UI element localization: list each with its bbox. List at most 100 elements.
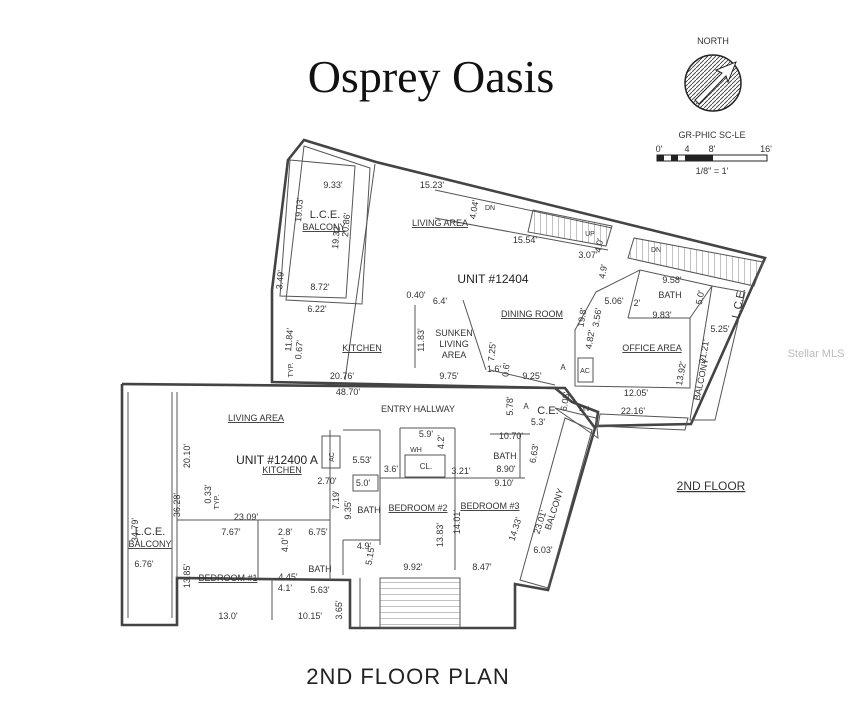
dim: 15.23' — [420, 180, 445, 190]
marker-a-1: A — [560, 363, 566, 372]
dim: 4.1' — [278, 583, 293, 593]
typ-2: TYP. — [214, 495, 221, 510]
dim: 3.65' — [334, 600, 344, 620]
plan-subtitle: 2ND FLOOR PLAN — [306, 664, 510, 689]
dim: 13.85' — [182, 564, 192, 589]
room-sunken-3: AREA — [442, 350, 467, 360]
stair-up: UP — [585, 231, 595, 238]
room-kitchen-south: KITCHEN — [262, 465, 302, 475]
dim: 6.03' — [533, 545, 553, 555]
room-dining: DINING ROOM — [501, 309, 563, 319]
dim: 9.92' — [403, 562, 423, 572]
dim: 15.54' — [513, 235, 538, 245]
dim: 0.67' — [293, 339, 305, 359]
dim: 4.0' — [280, 538, 290, 553]
dim: 14.33' — [507, 516, 524, 542]
dim: 2.70' — [317, 476, 337, 486]
dim: 19.8' — [575, 307, 588, 328]
dim: 4.0' — [593, 237, 605, 253]
room-bath-center: BATH — [357, 505, 380, 515]
room-balcony-nw: BALCONY — [302, 222, 345, 232]
room-bedroom1: BEDROOM #1 — [198, 573, 257, 583]
dim: 9.25' — [522, 371, 542, 381]
dim: 9.58' — [662, 275, 682, 285]
room-labels: L.C.E. BALCONY LIVING AREA KITCHEN SUNKE… — [128, 205, 748, 583]
dim: 6.05' — [558, 391, 571, 412]
dim: 6.63' — [527, 443, 540, 464]
dim: 4.82' — [583, 329, 596, 350]
room-lce-nw: L.C.E. — [310, 209, 341, 221]
stair-dn-east: DN — [651, 247, 661, 254]
scale-title: GR-PHIC SC-LE — [678, 130, 745, 140]
dim: 12.05' — [624, 388, 649, 398]
dim: 14.01' — [452, 510, 462, 535]
unit-12400a-walls — [120, 382, 599, 630]
dim: 5.06' — [604, 296, 624, 306]
dim: 5.0' — [694, 289, 706, 305]
floor-label: 2ND FLOOR — [677, 479, 746, 493]
dim: 9.75' — [439, 371, 459, 381]
dim: 2.8' — [278, 527, 293, 537]
dim: 11.83' — [416, 328, 426, 352]
scale-tick-0: 0' — [656, 144, 663, 154]
room-bath-office: BATH — [658, 290, 681, 300]
dim: 20.10' — [182, 444, 192, 469]
dim: 7.67' — [221, 527, 241, 537]
dim: 6.75' — [308, 527, 328, 537]
unit-12404-walls — [270, 138, 767, 431]
dim: 13.83' — [435, 523, 445, 548]
north-arrow-icon: NORTH — [684, 36, 742, 112]
dim: 6.22' — [307, 304, 327, 314]
scale-tick-8: 8' — [709, 144, 716, 154]
dim: 5.9' — [419, 429, 434, 439]
scale-tick-4: 4 — [684, 144, 689, 154]
room-bath-bottom: BATH — [308, 564, 331, 574]
dim: 4.2' — [436, 435, 446, 450]
dim: 0.40' — [406, 290, 426, 300]
dim: 4.9' — [597, 263, 609, 279]
dim: 9.35' — [343, 500, 353, 520]
dim: 2' — [634, 298, 641, 308]
dim: 48.70' — [336, 387, 361, 397]
dim: 23.09' — [234, 512, 259, 522]
stair-dn-top: DN — [485, 205, 495, 212]
dim: 3.21' — [451, 466, 471, 476]
room-office-area: OFFICE AREA — [622, 343, 682, 353]
dim: 3.56' — [590, 307, 603, 328]
dim: 7.19' — [331, 490, 341, 510]
room-kitchen-north: KITCHEN — [342, 343, 382, 353]
room-balcony-west: BALCONY — [128, 539, 171, 549]
dim: 8.47' — [472, 562, 492, 572]
dim: 8.72' — [310, 282, 330, 292]
dim: 0.6' — [500, 362, 511, 377]
watermark-logo: Stellar MLS — [788, 348, 845, 360]
dim: 7.25' — [486, 341, 498, 361]
dim: 19.03' — [293, 197, 305, 222]
dim: 13.92' — [674, 360, 688, 386]
dim: 3.6' — [384, 464, 399, 474]
unit-12400a-label: UNIT #12400 A — [236, 453, 318, 467]
stair-dn-ce: DN — [579, 406, 589, 413]
dim: 11.84' — [283, 327, 295, 352]
room-balcony-se: BALCONY — [543, 487, 566, 531]
dim: 22.16' — [621, 406, 646, 416]
dim: 9.10' — [494, 478, 514, 488]
dim: 21.21' — [697, 338, 711, 364]
typ-1: TYP. — [288, 363, 295, 378]
room-ce: C.E. — [537, 405, 558, 417]
room-sunken-2: LIVING — [439, 339, 469, 349]
dim: 20.76' — [330, 371, 355, 381]
dim: 9.83' — [652, 310, 672, 320]
room-wh: WH — [410, 447, 422, 454]
dim: 5.0' — [356, 478, 371, 488]
dim: 8.90' — [496, 464, 516, 474]
room-living-area-south: LIVING AREA — [228, 413, 284, 423]
dim: 6.4' — [433, 296, 448, 306]
dim: 9.33' — [323, 180, 343, 190]
dim: 3.07' — [578, 250, 598, 260]
dim: 19.32' — [330, 224, 342, 249]
dim: 3.49' — [274, 269, 286, 289]
graphic-scale: GR-PHIC SC-LE 0' 4 8' 16' 1/8" = 1' — [656, 130, 773, 176]
dim: 4.9' — [357, 541, 372, 551]
